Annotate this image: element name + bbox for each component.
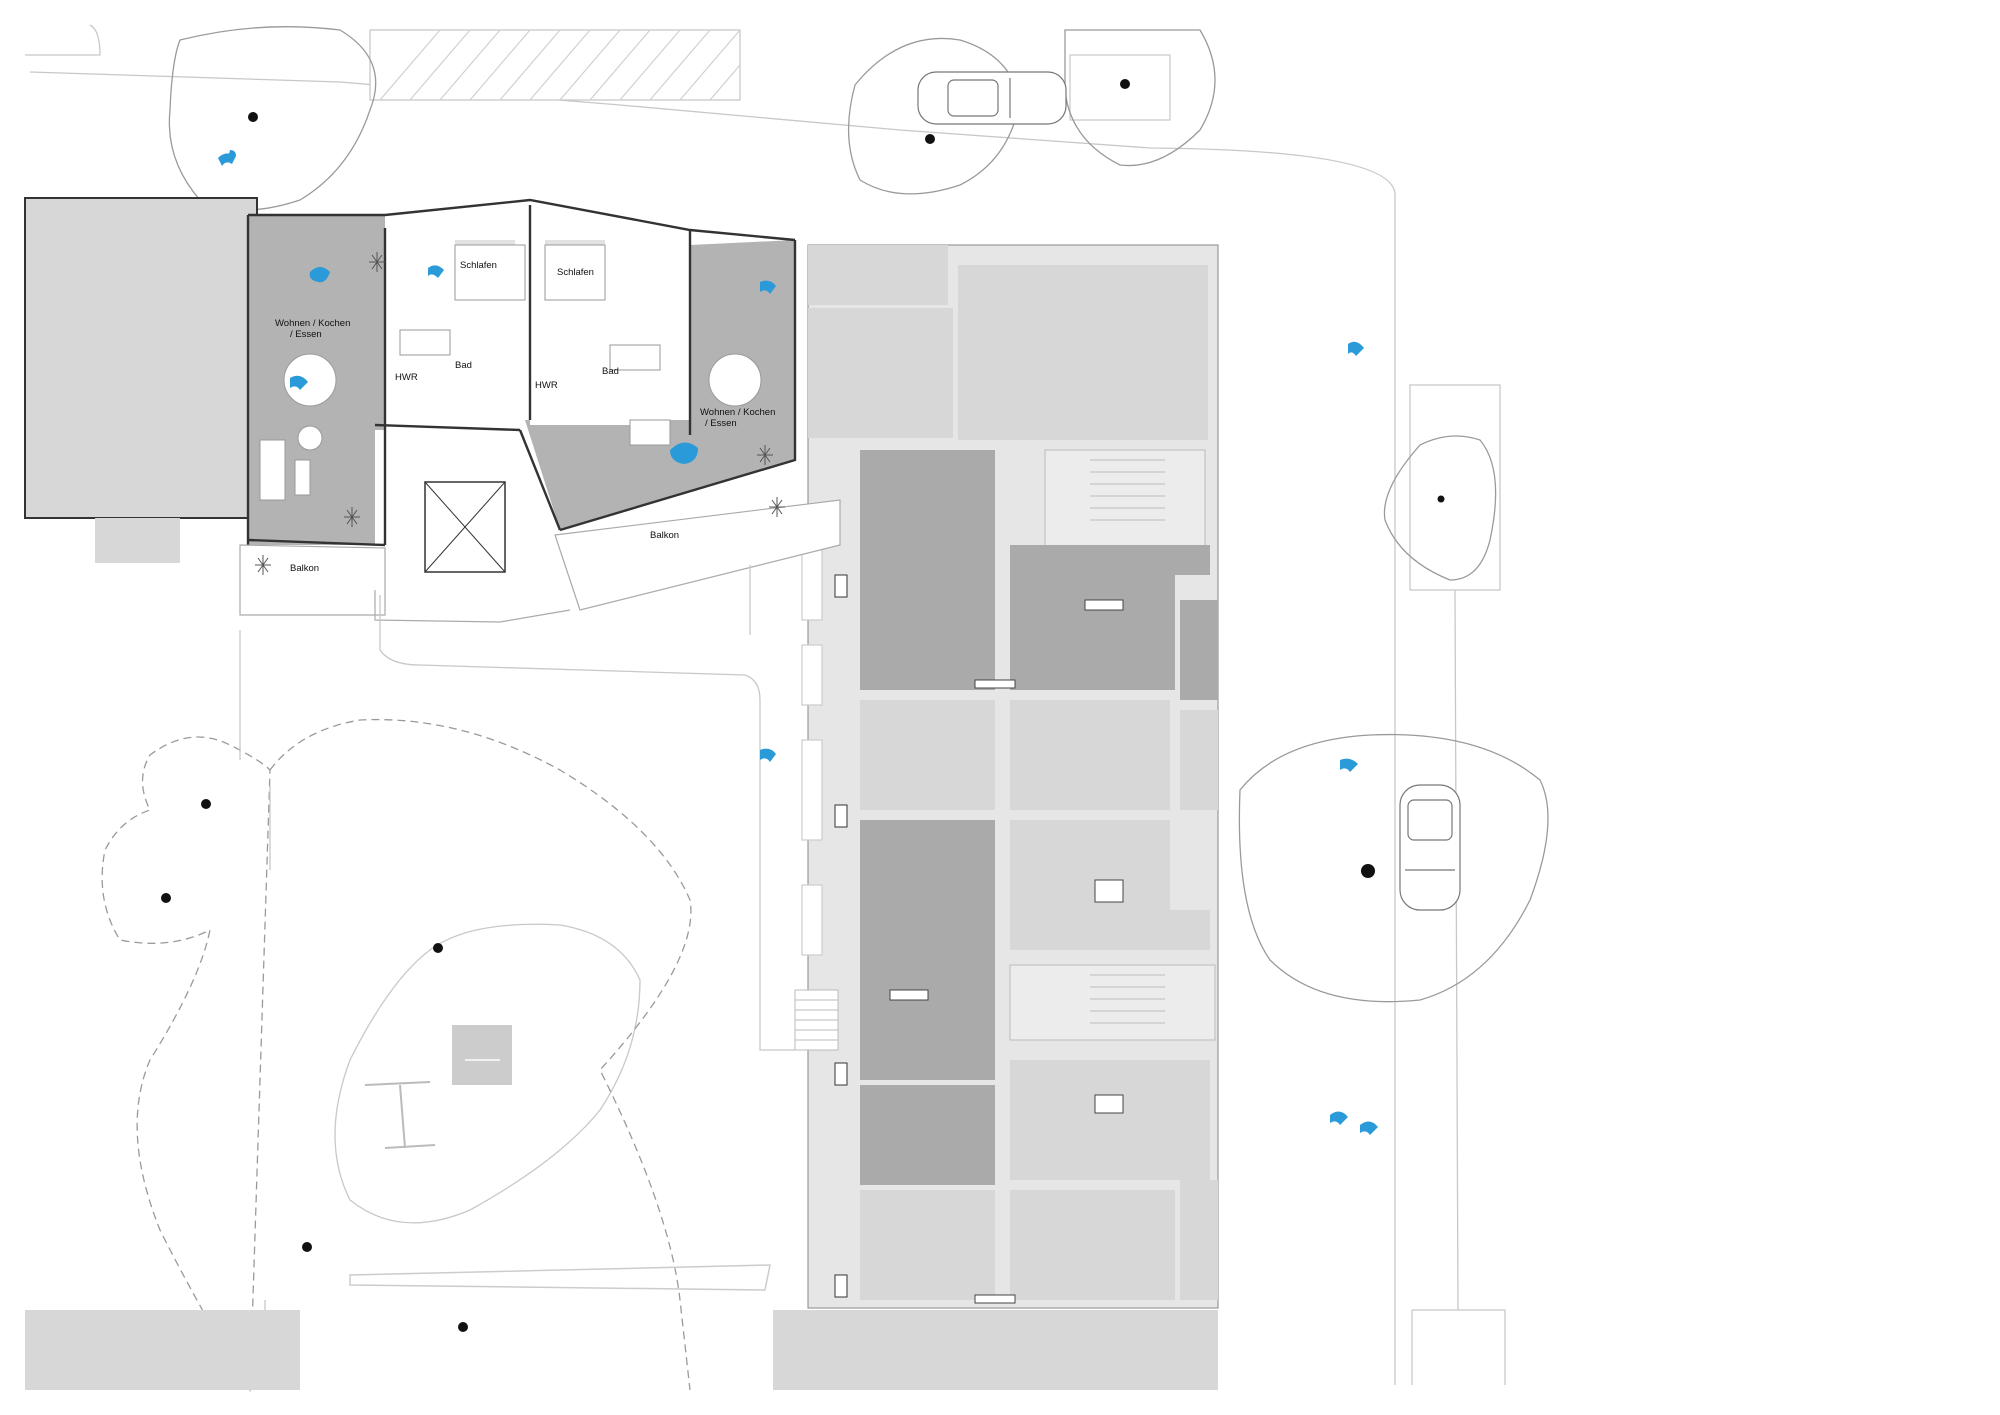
person-icon [218,150,236,166]
neighbor-buildings-bottom [25,1310,1218,1390]
person-icon [1348,341,1364,356]
stair-icon [795,999,838,1041]
tree-trunk-icon [1120,79,1130,89]
street-lines [29,71,1506,1385]
tree-trunk-icon [433,943,443,953]
room-label-hwr-left: HWR [395,372,418,383]
room-label-balkon-right: Balkon [650,530,679,541]
room-label-balkon-left: Balkon [290,563,319,574]
tree-crowns [101,26,1549,1393]
plant-icon [255,252,785,575]
person-icon [1330,1111,1348,1125]
person-icon [309,267,330,283]
planting-strips [801,534,823,956]
room-label-wohnen-left: Wohnen / Kochen [275,318,350,329]
tree-trunk-icon [161,893,171,903]
person-icon [670,442,698,464]
tree-trunk-icon [248,112,258,122]
person-icon [1340,758,1358,772]
room-label-wohnen-left-2: / Essen [290,329,322,340]
person-icon [760,280,776,294]
new-building [239,198,841,623]
person-icon [1360,1121,1378,1135]
playground [349,1025,771,1291]
car-icon [1399,784,1461,911]
tree-trunk-icon [302,1242,312,1252]
tree-trunk-icon [1361,864,1375,878]
person-icon [428,265,444,278]
room-label-hwr-right: HWR [535,380,558,391]
room-labels: Wohnen / Kochen / Essen Schlafen Schlafe… [275,260,775,574]
room-label-schlafen-left: Schlafen [460,260,497,271]
neighbor-building-left [24,197,258,563]
hatched-area [25,24,1171,121]
person-icon [760,748,776,762]
person-icon [290,375,308,390]
tree-trunk-icon [925,134,935,144]
room-label-wohnen-right-2: / Essen [705,418,737,429]
tree-trunk-icon [1437,495,1445,503]
neighbor-building-right [807,244,1219,1309]
car-icon [917,71,1067,125]
room-label-schlafen-right: Schlafen [557,267,594,278]
tree-trunks [161,79,1445,1332]
tree-trunk-icon [201,799,211,809]
room-label-bad-left: Bad [455,360,472,371]
person-icons [218,150,1378,1135]
room-label-bad-right: Bad [602,366,619,377]
tree-trunk-icon [458,1322,468,1332]
room-label-wohnen-right: Wohnen / Kochen [700,407,775,418]
